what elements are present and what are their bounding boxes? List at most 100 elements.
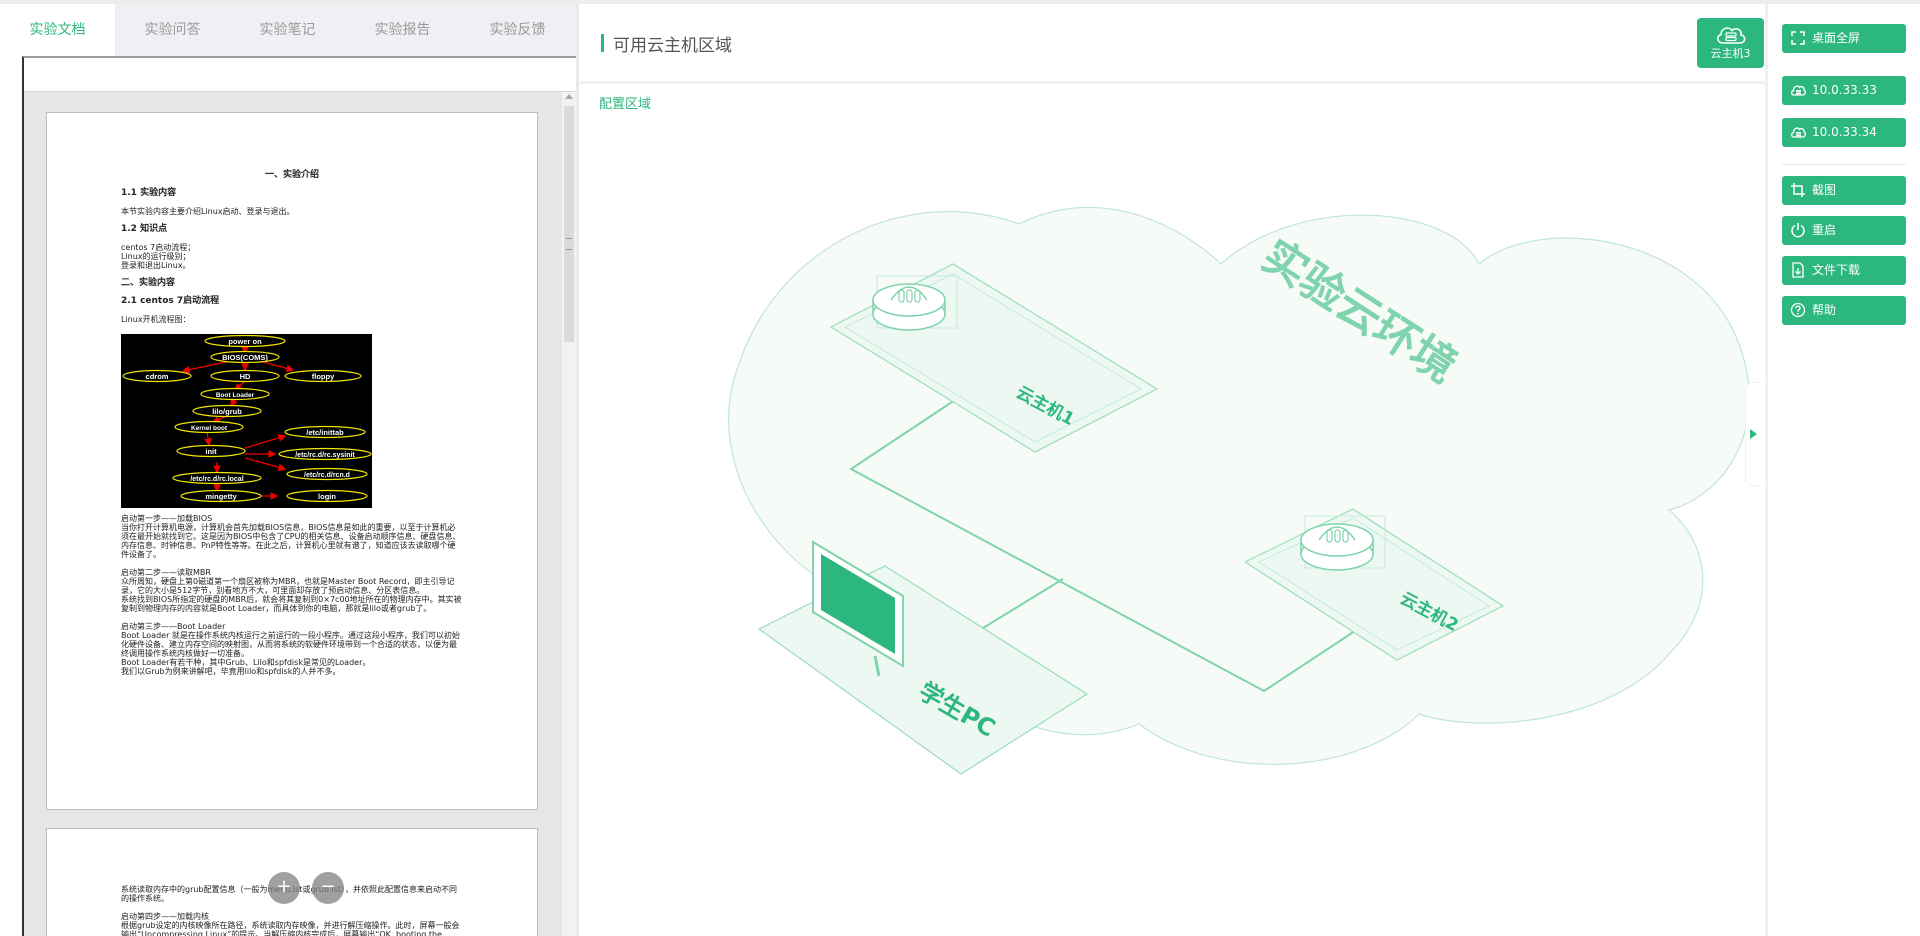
step-heading: 启动第一步——加载BIOS xyxy=(121,514,213,523)
flowchart-node-text: /etc/rc.d/rc.local xyxy=(190,476,243,483)
list-item: 登录和退出Linux。 xyxy=(121,261,191,270)
zoom-in-button[interactable]: + xyxy=(268,872,300,904)
fullscreen-button[interactable]: 桌面全屏 xyxy=(1782,24,1906,53)
doc-heading-2-1: 2.1 centos 7启动流程 xyxy=(121,296,220,306)
tab-experiment-doc[interactable]: 实验文档 xyxy=(0,4,115,56)
restart-label: 重启 xyxy=(1812,223,1837,237)
screenshot-button[interactable]: 截图 xyxy=(1782,176,1906,205)
step-heading: 启动第二步——读取MBR xyxy=(121,568,211,577)
flowchart-node-text: mingetty xyxy=(205,492,237,501)
step-text: 我们以Grub为例来讲解吧，毕竟用lilo和spfdisk的人并不多。 xyxy=(121,667,341,676)
doc-heading-2: 二、实验内容 xyxy=(121,278,176,288)
page-title: 可用云主机区域 xyxy=(613,36,732,56)
step-text: 众所周知，硬盘上第0磁道第一个扇区被称为MBR，也就是Master Boot R… xyxy=(121,577,455,595)
doc-heading-1-1: 1.1 实验内容 xyxy=(121,188,177,198)
flowchart-node-text: lilo/grub xyxy=(212,407,242,416)
flowchart-node-text: power on xyxy=(228,337,262,346)
crop-icon xyxy=(1791,183,1805,197)
doc-step-1: 启动第一步——加载BIOS 当你打开计算机电源，计算机会首先加载BIOS信息，B… xyxy=(121,514,463,559)
student-pc-node: 学生PC xyxy=(757,540,1089,775)
main-right-border xyxy=(1765,4,1768,936)
flowchart-node-text: floppy xyxy=(312,372,335,381)
step-text: 当你打开计算机电源，计算机会首先加载BIOS信息，BIOS信息是如此的重要，以至… xyxy=(121,523,461,559)
cloud-server-icon xyxy=(1716,27,1745,44)
host-ip-label-2: 10.0.33.34 xyxy=(1812,125,1877,139)
screenshot-label: 截图 xyxy=(1812,183,1837,197)
monitor-icon xyxy=(812,540,904,677)
boot-flowchart-image: power on BIOS(COMS) cdrom HD floppy Boot… xyxy=(121,334,372,508)
flowchart-node-text: /etc/rc.d/rcn.d xyxy=(304,472,350,479)
document-page-2: 系统读取内存中的grub配置信息（一般为menu.lst或grub.lst），并… xyxy=(46,828,538,936)
toolbar-separator xyxy=(1782,164,1906,165)
step-heading: 启动第三步——Boot Loader xyxy=(121,622,226,631)
panel-divider[interactable] xyxy=(576,4,579,936)
cloud-server-icon-host1 xyxy=(872,275,958,331)
host-ip-button-2[interactable]: 10.0.33.34 xyxy=(1782,118,1906,147)
doc-step-3: 启动第三步——Boot Loader Boot Loader 就是在操作系统内核… xyxy=(121,622,463,676)
file-download-button[interactable]: 文件下载 xyxy=(1782,256,1906,285)
flowchart-node-text: /etc/inittab xyxy=(306,428,344,437)
flowchart-node-text: /etc/rc.d/rc.sysinit xyxy=(295,452,355,459)
list-item: Linux的运行级别； xyxy=(121,252,191,261)
power-icon xyxy=(1791,223,1805,238)
doc-heading-1-2: 1.2 知识点 xyxy=(121,224,168,234)
tab-experiment-feedback[interactable]: 实验反馈 xyxy=(489,22,546,38)
viewer-toolbar xyxy=(24,58,576,92)
tab-experiment-notes[interactable]: 实验笔记 xyxy=(259,22,316,38)
zoom-out-button[interactable]: − xyxy=(312,872,344,904)
top-border xyxy=(0,0,1920,4)
fullscreen-label: 桌面全屏 xyxy=(1812,31,1861,45)
tab-experiment-qa[interactable]: 实验问答 xyxy=(144,22,201,38)
flowchart-node-text: Kernel boot xyxy=(191,425,228,432)
restart-button[interactable]: 重启 xyxy=(1782,216,1906,245)
scroll-up-arrow-icon[interactable] xyxy=(565,94,573,99)
step-text: 根据grub设定的内核映像所在路径，系统读取内存映像，并进行解压缩操作。此时，屏… xyxy=(121,921,460,936)
file-download-icon xyxy=(1792,262,1804,278)
tab-experiment-report[interactable]: 实验报告 xyxy=(374,22,431,38)
cloud-host-1-node: 云主机1 xyxy=(829,263,1159,453)
host-ip-label-1: 10.0.33.33 xyxy=(1812,83,1877,97)
viewer-scrollbar[interactable] xyxy=(562,92,576,936)
main-header: 可用云主机区域 云主机3 xyxy=(579,4,1765,84)
flowchart-node-text: BIOS(COMS) xyxy=(222,353,268,362)
right-toolbar: 桌面全屏 10.0.33.33 10.0.33.34 截图 xyxy=(1768,4,1920,936)
collapse-arrow-icon xyxy=(1750,429,1757,439)
help-icon xyxy=(1790,302,1806,318)
help-button[interactable]: 帮助 xyxy=(1782,296,1906,325)
host-ip-button-1[interactable]: 10.0.33.33 xyxy=(1782,76,1906,105)
document-content: 一、实验介绍 1.1 实验内容 本节实验内容主要介绍Linux启动、登录与退出。… xyxy=(121,171,463,685)
help-label: 帮助 xyxy=(1812,303,1837,317)
flowchart-node-text: login xyxy=(318,492,336,501)
flowchart-node-text: init xyxy=(205,447,217,456)
doc-title: 一、实验介绍 xyxy=(264,170,319,180)
cloud-host-icon xyxy=(1791,127,1806,138)
left-panel: 实验文档 实验问答 实验笔记 实验报告 实验反馈 一、实验介绍 1.1 实验内容… xyxy=(0,4,576,936)
step-heading: 启动第四步——加载内核 xyxy=(121,912,209,921)
cloud-server-icon-host2 xyxy=(1300,515,1386,571)
config-area-label: 配置区域 xyxy=(599,97,652,112)
fullscreen-icon xyxy=(1791,31,1805,45)
doc-paragraph: 本节实验内容主要介绍Linux启动、登录与退出。 xyxy=(121,207,295,216)
header-accent-bar xyxy=(601,34,604,52)
cloud-host-icon xyxy=(1791,85,1806,96)
collapse-panel-tab[interactable] xyxy=(1745,382,1761,486)
document-page-1: 一、实验介绍 1.1 实验内容 本节实验内容主要介绍Linux启动、登录与退出。… xyxy=(46,112,538,810)
scroll-thumb[interactable] xyxy=(564,106,574,342)
step-text: 系统找到BIOS所指定的硬盘的MBR后，就会将其复制到0×7c00地址所在的物理… xyxy=(121,595,462,613)
doc-paragraph: Linux开机流程图： xyxy=(121,315,191,324)
cloud-host-3-button[interactable]: 云主机3 xyxy=(1697,18,1764,68)
list-item: centos 7启动流程； xyxy=(121,243,196,252)
flowchart-node-text: HD xyxy=(240,372,251,381)
flowchart-node-text: cdrom xyxy=(146,372,169,381)
main-area: 可用云主机区域 云主机3 配置区域 xyxy=(579,4,1765,936)
file-download-label: 文件下载 xyxy=(1812,263,1861,277)
step-text: Boot Loader有若干种，其中Grub、Lilo和spfdisk是常见的L… xyxy=(121,658,371,667)
flowchart-node-text: Boot Loader xyxy=(216,392,255,399)
zoom-controls: + − xyxy=(268,872,344,904)
doc-step-2: 启动第二步——读取MBR 众所周知，硬盘上第0磁道第一个扇区被称为MBR，也就是… xyxy=(121,568,463,613)
step-text: Boot Loader 就是在操作系统内核运行之前运行的一段小程序。通过这段小程… xyxy=(121,631,460,658)
tab-bar: 实验文档 实验问答 实验笔记 实验报告 实验反馈 xyxy=(0,4,576,56)
cloud-environment-diagram: 云主机1 云主机2 xyxy=(728,206,1750,775)
document-viewer[interactable]: 一、实验介绍 1.1 实验内容 本节实验内容主要介绍Linux启动、登录与退出。… xyxy=(22,56,576,936)
